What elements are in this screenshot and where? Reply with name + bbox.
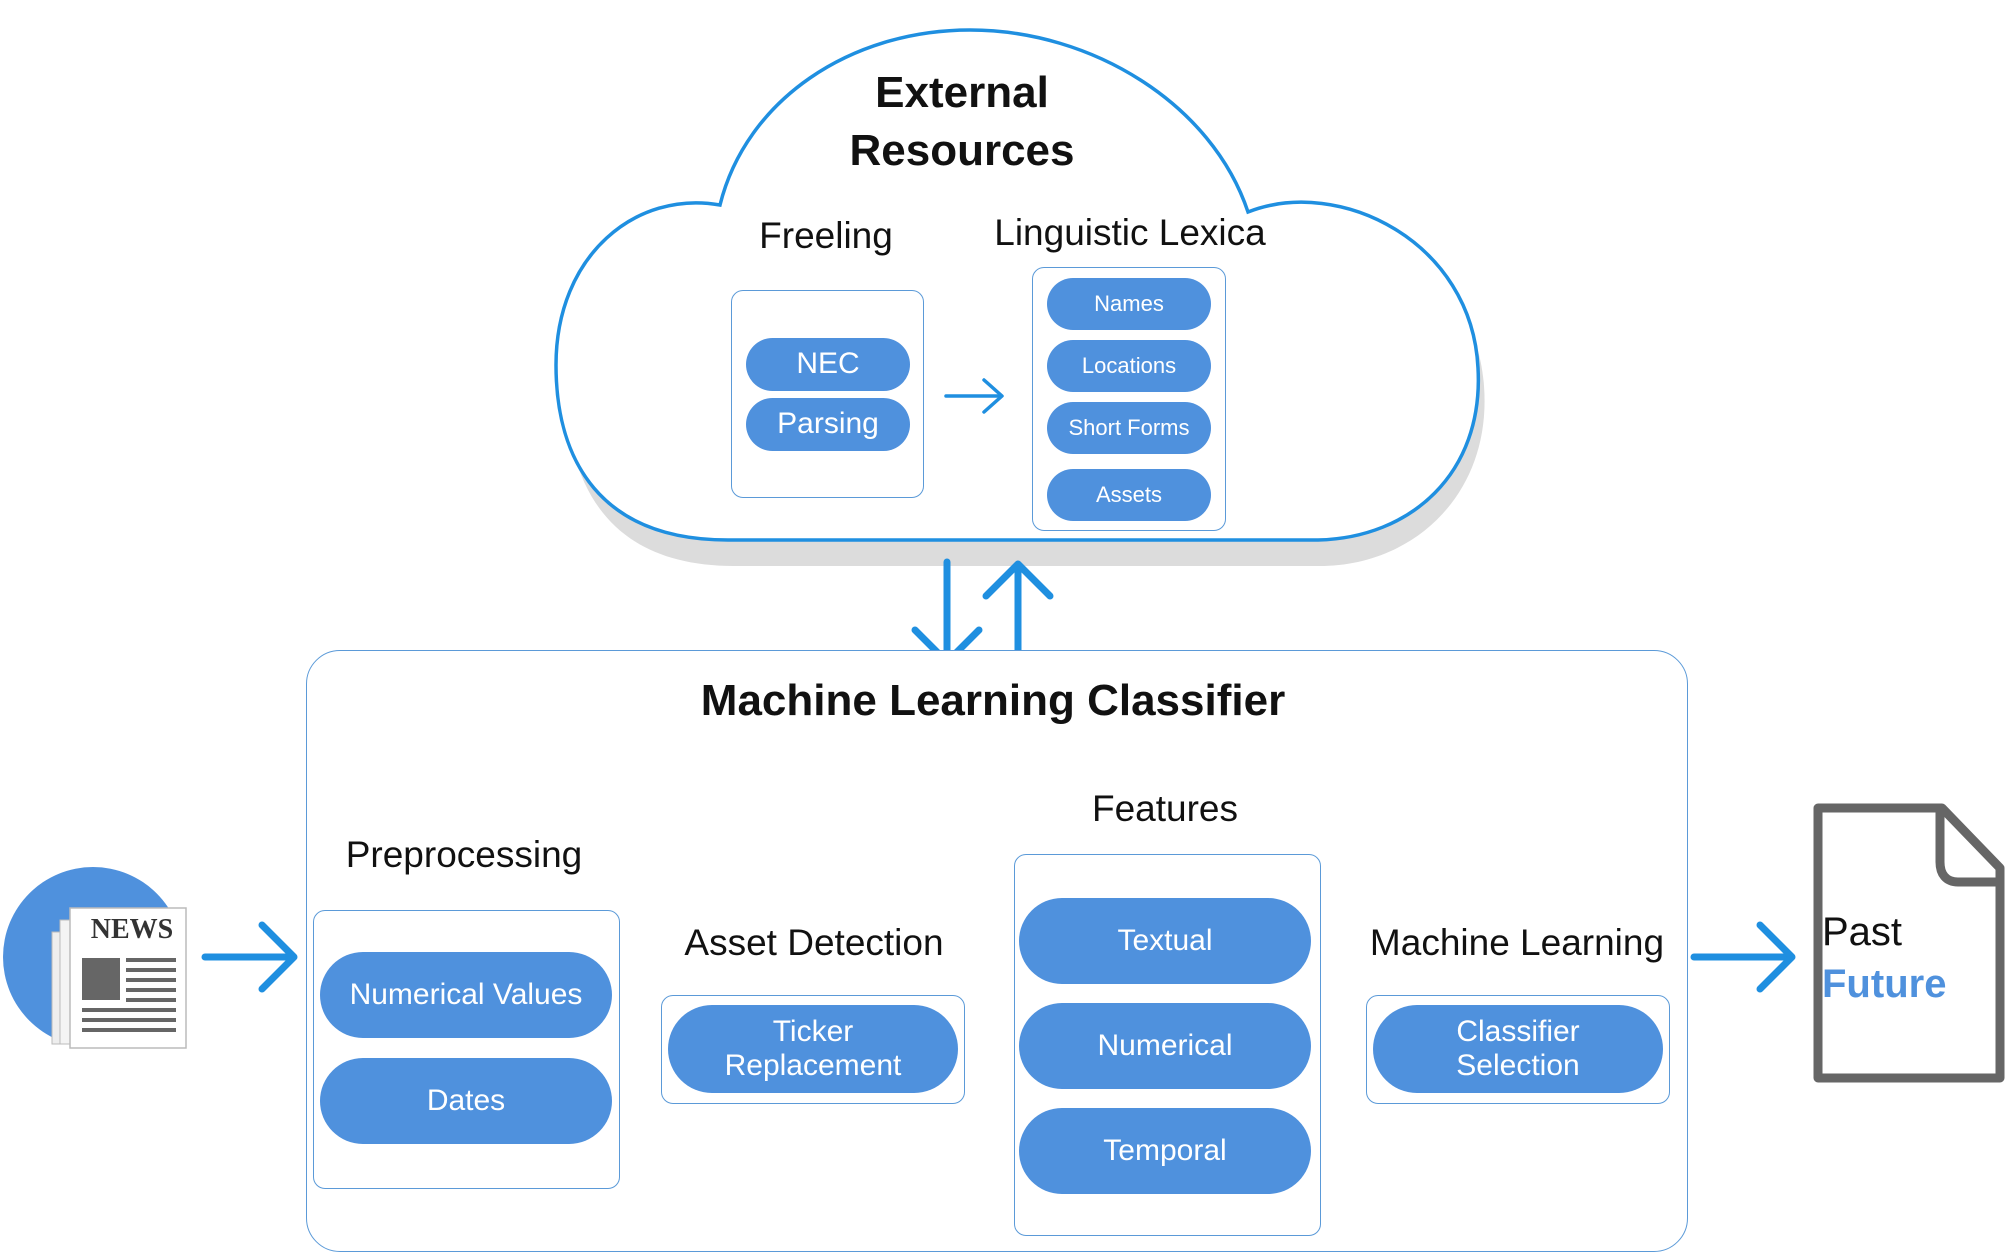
cloud-title-line1: External [875,68,1049,117]
features-item-numerical: Numerical [1019,1003,1311,1089]
preprocessing-label: Preprocessing [345,834,583,875]
freeling-box [731,290,924,498]
newspaper-heading: NEWS [90,914,174,945]
output-arrow [1690,921,1796,993]
lexica-item-short-forms: Short Forms [1047,402,1211,454]
output-future-label: Future [1822,962,1947,1006]
output-past-label: Past [1822,910,1903,954]
newspaper-icon [3,867,187,1049]
machine-learning-label: Machine Learning [1369,922,1665,963]
lexica-item-names: Names [1047,278,1211,330]
document-icon [1813,803,2005,1083]
asset-detection-item-ticker-replacement: Ticker Replacement [668,1005,958,1093]
freeling-item-nec: NEC [746,338,910,391]
freeling-label: Freeling [759,215,893,256]
bidirectional-arrows [911,558,1054,666]
preprocessing-item-dates: Dates [320,1058,612,1144]
input-arrow [201,921,298,993]
preprocessing-item-numerical-values: Numerical Values [320,952,612,1038]
lexica-item-locations: Locations [1047,340,1211,392]
arrow-freeling-to-lexica [944,378,1004,414]
machine-learning-item-classifier-selection: Classifier Selection [1373,1005,1663,1093]
classifier-title: Machine Learning Classifier [700,676,1286,725]
cloud-title-line2: Resources [849,126,1075,175]
features-item-textual: Textual [1019,898,1311,984]
lexica-label: Linguistic Lexica [994,212,1266,253]
features-label: Features [1091,788,1238,829]
freeling-item-parsing: Parsing [746,398,910,451]
asset-detection-label: Asset Detection [684,922,944,963]
lexica-item-assets: Assets [1047,469,1211,521]
features-item-temporal: Temporal [1019,1108,1311,1194]
